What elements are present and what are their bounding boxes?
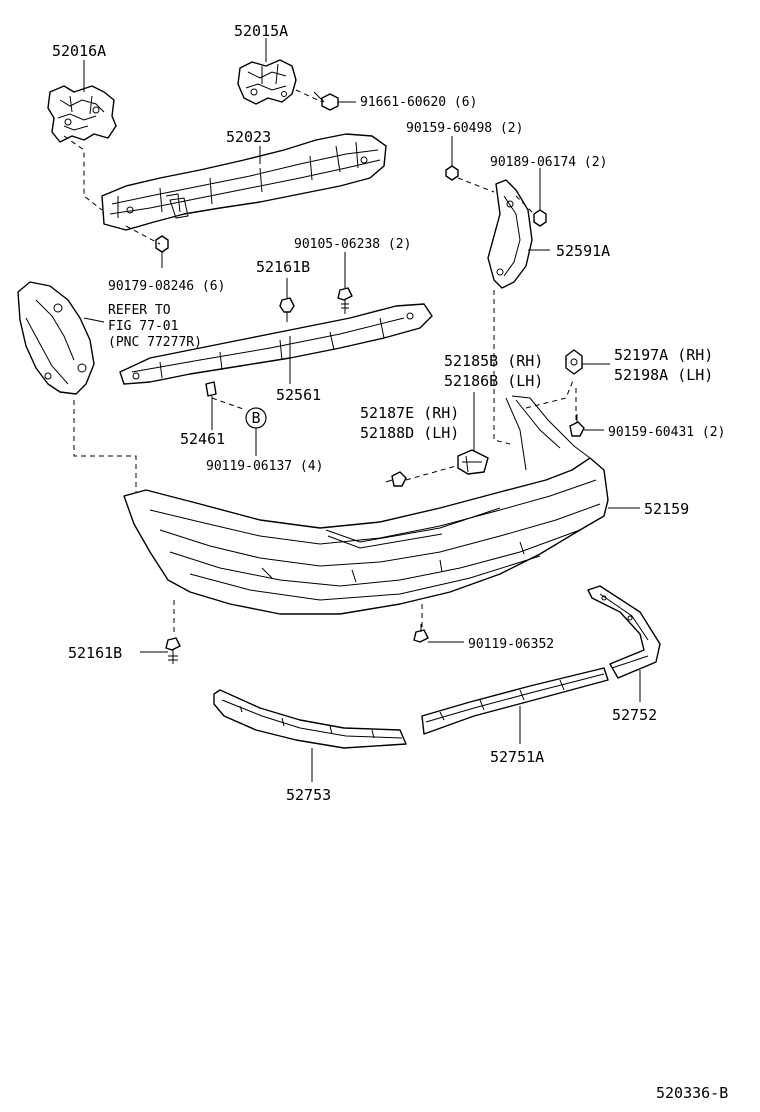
label-52023: 52023 [226, 128, 271, 146]
label-90119-06137: 90119-06137 (4) [206, 459, 323, 474]
label-52159: 52159 [644, 500, 689, 518]
molding-52751A [421, 667, 609, 735]
label-52188D: 52188D (LH) [360, 424, 459, 442]
bolt-90119-06352 [413, 624, 429, 643]
label-52751A: 52751A [490, 748, 544, 766]
label-90159-60498: 90159-60498 (2) [406, 121, 523, 136]
screw-90159-60431 [569, 414, 585, 437]
nut-90179 [155, 235, 169, 253]
label-52198A: 52198A (LH) [614, 366, 713, 384]
leader-lines [83, 38, 641, 782]
label-90179-08246: 90179-08246 (6) [108, 279, 225, 294]
label-91661-60620: 91661-60620 (6) [360, 95, 477, 110]
bolt-91661 [313, 91, 339, 111]
molding-52752 [587, 585, 661, 679]
grommet-52197A [565, 349, 583, 375]
label-90119-06352: 90119-06352 [468, 637, 554, 652]
label-52016A: 52016A [52, 42, 106, 60]
label-52753: 52753 [286, 786, 331, 804]
label-52186B: 52186B (LH) [444, 372, 543, 390]
clip-52461 [205, 381, 217, 397]
bracket-52015A [237, 59, 297, 105]
bracket-52185B [457, 449, 489, 475]
label-52591A: 52591A [556, 242, 610, 260]
label-90189-06174: 90189-06174 (2) [490, 155, 607, 170]
figure-id: 520336-B [656, 1084, 728, 1102]
dashed-guides [63, 89, 577, 636]
label-52015A: 52015A [234, 22, 288, 40]
nut-90189 [533, 209, 547, 227]
screw-52187E [385, 471, 407, 487]
label-52561: 52561 [276, 386, 321, 404]
label-52461: 52461 [180, 430, 225, 448]
label-refer-to: REFER TO [108, 303, 171, 318]
label-90105-06238: 90105-06238 (2) [294, 237, 411, 252]
marker-b: B [245, 407, 267, 429]
label-52752: 52752 [612, 706, 657, 724]
reinforcement-52561 [119, 303, 433, 385]
label-refer-fig: FIG 77-01 [108, 319, 178, 334]
clip-52161B-top [279, 297, 295, 322]
reinforcement-52023 [101, 133, 387, 231]
label-52161B-top: 52161B [256, 258, 310, 276]
retainer-52591A [487, 179, 533, 289]
bumper-cover-52159 [123, 395, 609, 615]
label-52187E: 52187E (RH) [360, 404, 459, 422]
label-90159-60431: 90159-60431 (2) [608, 425, 725, 440]
label-52185B: 52185B (RH) [444, 352, 543, 370]
molding-52753 [213, 689, 407, 749]
label-52161B-bottom: 52161B [68, 644, 122, 662]
marker-b-label: B [251, 409, 260, 427]
label-52197A: 52197A (RH) [614, 346, 713, 364]
bolt-90105 [337, 287, 353, 314]
bracket-52016A [47, 85, 117, 143]
label-refer-pnc: (PNC 77277R) [108, 335, 202, 350]
clip-52161B-bottom [165, 637, 181, 664]
fender-liner [17, 281, 95, 395]
